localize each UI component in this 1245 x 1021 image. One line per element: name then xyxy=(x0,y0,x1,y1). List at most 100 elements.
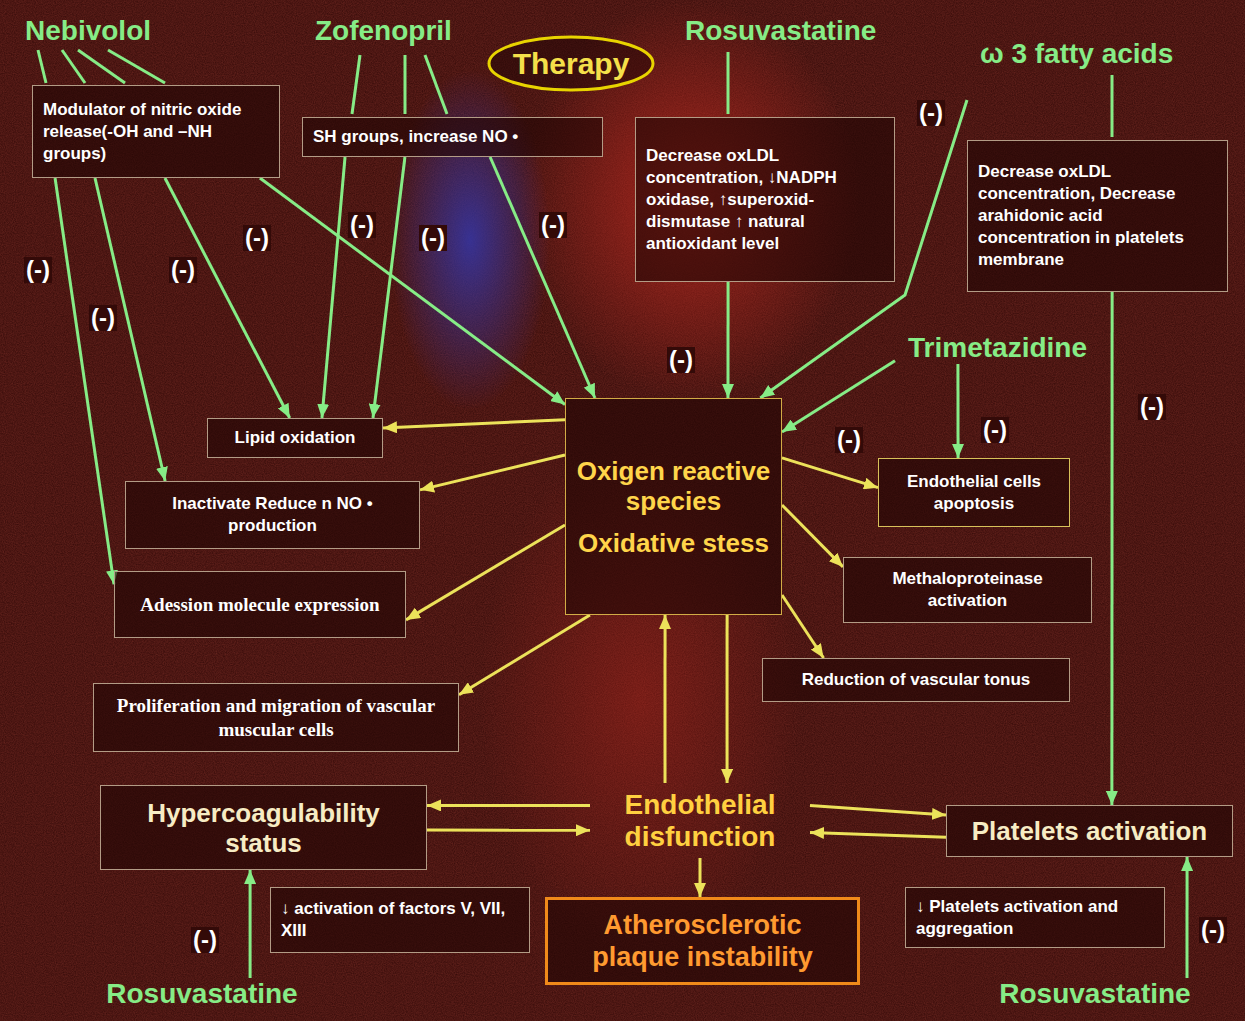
therapy-oval: Therapy xyxy=(487,35,655,92)
drug-name: Rosuvastatine xyxy=(97,978,307,1010)
description-text: Decrease oxLDL concentration, Decrease a… xyxy=(978,161,1217,271)
node-text: Methaloproteinase activation xyxy=(854,568,1081,612)
node-text: Inactivate Reduce n NO • production xyxy=(136,493,409,537)
description-text: Modulator of nitric oxide release(-OH an… xyxy=(43,99,269,165)
node-text: Lipid oxidation xyxy=(218,427,372,449)
drug-name: Trimetazidine xyxy=(895,332,1100,364)
node-text: Atherosclerotic plaque instability xyxy=(558,909,847,973)
node-text: ↓ Platelets activation and aggregation xyxy=(916,896,1154,940)
node-text: Proliferation and migration of vascular … xyxy=(104,694,448,742)
tie-line xyxy=(108,50,165,83)
effect-arrow xyxy=(427,829,590,832)
effect-box: Inactivate Reduce n NO • production xyxy=(125,481,420,549)
tie-line xyxy=(38,50,46,83)
drug-box: RosuvastatineDecrease oxLDL concentratio… xyxy=(635,15,895,282)
drug-heading: Nebivolol xyxy=(25,15,280,47)
description-box: Modulator of nitric oxide release(-OH an… xyxy=(32,85,280,178)
description-box: Decrease oxLDL concentration, Decrease a… xyxy=(967,140,1228,292)
tie-line xyxy=(404,55,407,114)
inhibition-arrow xyxy=(165,178,290,418)
node-text: Rosuvastatine xyxy=(990,978,1200,1010)
inhibition-sign: (-) xyxy=(348,212,376,238)
tie-line xyxy=(62,50,85,83)
note-box: ↓ Platelets activation and aggregation xyxy=(905,887,1165,948)
inhibition-sign: (-) xyxy=(539,212,567,238)
drug-box: NebivololModulator of nitric oxide relea… xyxy=(32,15,280,178)
description-text: Decrease oxLDL concentration, ↓NADPH oxi… xyxy=(646,145,884,255)
tie-line xyxy=(727,52,730,114)
node-text: Oxigen reactive species xyxy=(574,456,773,516)
effect-arrow xyxy=(383,420,565,428)
description-box: Decrease oxLDL concentration, ↓NADPH oxi… xyxy=(635,117,895,282)
inhibition-arrow xyxy=(726,282,729,398)
drug-heading: ω 3 fatty acids xyxy=(980,38,1228,70)
tie-line xyxy=(425,55,447,114)
inhibition-sign: (-) xyxy=(835,427,863,453)
drug-box: ω 3 fatty acidsDecrease oxLDL concentrat… xyxy=(967,38,1228,292)
node-text: Therapy xyxy=(513,47,630,81)
effect-arrow xyxy=(782,505,843,567)
inhibition-sign: (-) xyxy=(419,225,447,251)
inhibition-arrow xyxy=(55,178,114,584)
effect-arrow xyxy=(427,804,590,807)
inhibition-arrow xyxy=(1110,292,1113,805)
effect-arrow xyxy=(726,615,729,783)
central-box: Oxigen reactive speciesOxidative stess xyxy=(565,398,782,615)
inhibition-sign: (-) xyxy=(1138,394,1166,420)
inhibition-arrow xyxy=(249,870,252,978)
effect-box: Endothelial cells apoptosis xyxy=(878,458,1070,527)
effect-arrow xyxy=(664,615,667,783)
inhibition-arrow xyxy=(260,178,565,405)
effect-box: Adession molecule expression xyxy=(114,571,406,638)
tie-line xyxy=(352,55,360,114)
node-text: Reduction of vascular tonus xyxy=(773,669,1059,691)
node-text: Adession molecule expression xyxy=(125,593,395,617)
inhibition-sign: (-) xyxy=(169,257,197,283)
effect-arrow xyxy=(782,458,878,488)
effect-box: Proliferation and migration of vascular … xyxy=(93,683,459,752)
drug-heading: Rosuvastatine xyxy=(685,15,895,47)
effect-arrow xyxy=(420,455,565,490)
node-text: Platelets activation xyxy=(957,816,1222,846)
tie-line xyxy=(1111,75,1114,137)
effect-box: Methaloproteinase activation xyxy=(843,557,1092,623)
inhibition-sign: (-) xyxy=(981,417,1009,443)
inhibition-arrow xyxy=(490,157,595,398)
outcome-box: Atherosclerotic plaque instability xyxy=(545,897,860,985)
note-box: ↓ activation of factors V, VII, XIII xyxy=(270,887,530,953)
inhibition-arrow xyxy=(322,157,345,418)
effect-arrow xyxy=(810,806,946,815)
state-label: Endothelial disfunction xyxy=(590,783,810,858)
description-box: SH groups, increase NO • xyxy=(302,117,603,157)
inhibition-arrow xyxy=(1185,857,1188,978)
inhibition-arrow xyxy=(782,361,895,432)
inhibition-arrow xyxy=(956,364,959,458)
inhibition-sign: (-) xyxy=(243,225,271,251)
node-text: ↓ activation of factors V, VII, XIII xyxy=(281,898,519,942)
effect-box: Reduction of vascular tonus xyxy=(762,658,1070,702)
state-box: Hypercoagulability status xyxy=(100,785,427,870)
inhibition-arrow xyxy=(373,157,405,418)
node-text: Endothelial disfunction xyxy=(590,789,810,853)
inhibition-sign: (-) xyxy=(667,347,695,373)
inhibition-sign: (-) xyxy=(917,100,945,126)
inhibition-sign: (-) xyxy=(191,927,219,953)
effect-arrow xyxy=(406,525,565,620)
node-text: Rosuvastatine xyxy=(97,978,307,1010)
inhibition-sign: (-) xyxy=(1199,917,1227,943)
inhibition-sign: (-) xyxy=(89,305,117,331)
node-text: Hypercoagulability status xyxy=(111,798,416,858)
effect-arrow xyxy=(698,858,701,897)
oval-outline xyxy=(489,37,653,90)
description-text: SH groups, increase NO • xyxy=(313,126,592,148)
inhibition-sign: (-) xyxy=(24,257,52,283)
drug-name: Rosuvastatine xyxy=(990,978,1200,1010)
effect-arrow xyxy=(782,595,824,658)
effect-arrow xyxy=(459,615,590,695)
effect-box: Lipid oxidation xyxy=(207,418,383,458)
node-text: Trimetazidine xyxy=(895,332,1100,364)
node-text: Endothelial cells apoptosis xyxy=(889,471,1059,515)
effect-arrow xyxy=(810,833,946,838)
